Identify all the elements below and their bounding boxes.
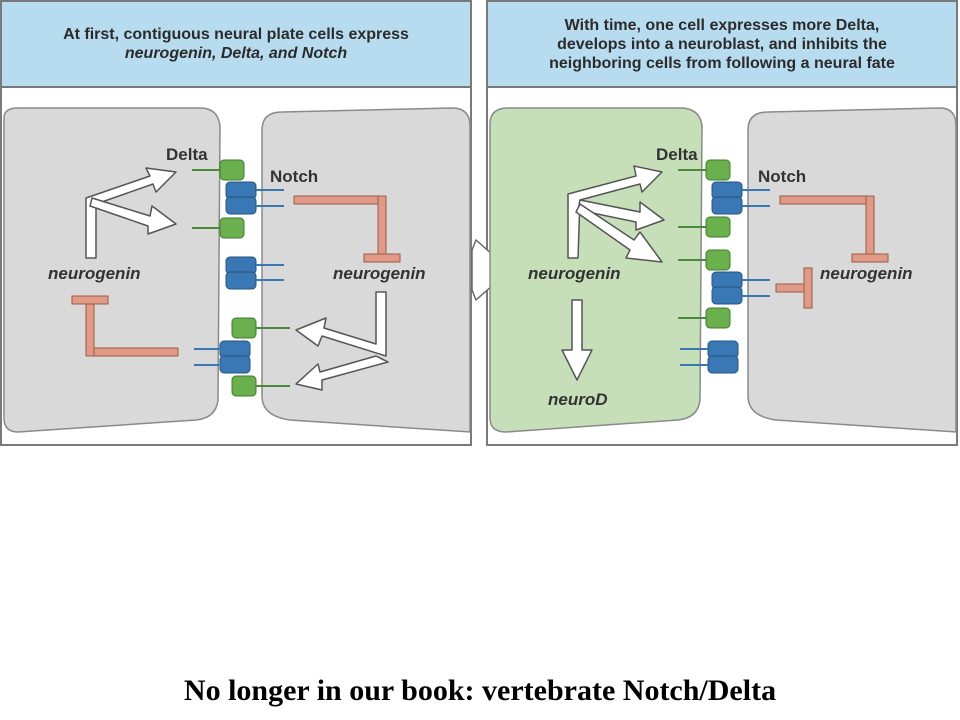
inhibition-bar	[775, 267, 813, 309]
inhibition-bar	[71, 295, 179, 357]
delta-ligand-icon	[231, 317, 290, 339]
left-delta-label: Delta	[166, 145, 208, 164]
right-gene-right: neurogenin	[820, 264, 913, 283]
delta-ligand-icon	[192, 217, 245, 239]
notch-receptor-icon	[711, 181, 770, 215]
left-panel-header: At first, contiguous neural plate cells …	[0, 0, 472, 88]
right-cell-neuroblast	[489, 107, 703, 433]
right-header-line-1: With time, one cell expresses more Delta…	[564, 16, 880, 34]
left-header-line-2: neurogenin, Delta, and Notch	[124, 45, 348, 62]
notch-receptor-icon	[194, 340, 251, 374]
right-gene-downstream: neuroD	[548, 390, 608, 409]
activation-arrow	[85, 167, 177, 259]
notch-receptor-icon	[225, 181, 284, 215]
inhibition-bar	[779, 195, 889, 263]
right-header-line-2: develops into a neuroblast, and inhibits…	[557, 35, 887, 53]
activation-arrow	[567, 165, 665, 263]
notch-delta-diagram: Delta Notch neurogenin neurogenin	[3, 107, 957, 433]
delta-ligand-icon	[678, 249, 731, 271]
notch-receptor-icon	[680, 340, 739, 374]
left-gene-left: neurogenin	[48, 264, 141, 283]
activation-arrow	[295, 291, 389, 391]
slide-caption: No longer in our book: vertebrate Notch/…	[183, 674, 777, 707]
notch-receptor-icon	[225, 256, 284, 290]
right-panel-header: With time, one cell expresses more Delta…	[486, 0, 958, 88]
left-header-line-1: At first, contiguous neural plate cells …	[63, 26, 409, 43]
right-notch-label: Notch	[758, 167, 806, 186]
inhibition-bar	[293, 195, 401, 263]
left-cell-b	[261, 107, 471, 433]
delta-ligand-icon	[231, 375, 290, 397]
delta-ligand-icon	[678, 216, 731, 238]
right-gene-left: neurogenin	[528, 264, 621, 283]
notch-receptor-icon	[711, 271, 770, 305]
delta-ligand-icon	[678, 307, 731, 329]
right-header-line-3: neighboring cells from following a neura…	[549, 54, 895, 72]
activation-arrow	[561, 299, 593, 381]
right-delta-label: Delta	[656, 145, 698, 164]
delta-ligand-icon	[678, 159, 731, 181]
right-cell-neighbor	[747, 107, 957, 433]
left-gene-right: neurogenin	[333, 264, 426, 283]
left-notch-label: Notch	[270, 167, 318, 186]
delta-ligand-icon	[192, 159, 245, 181]
